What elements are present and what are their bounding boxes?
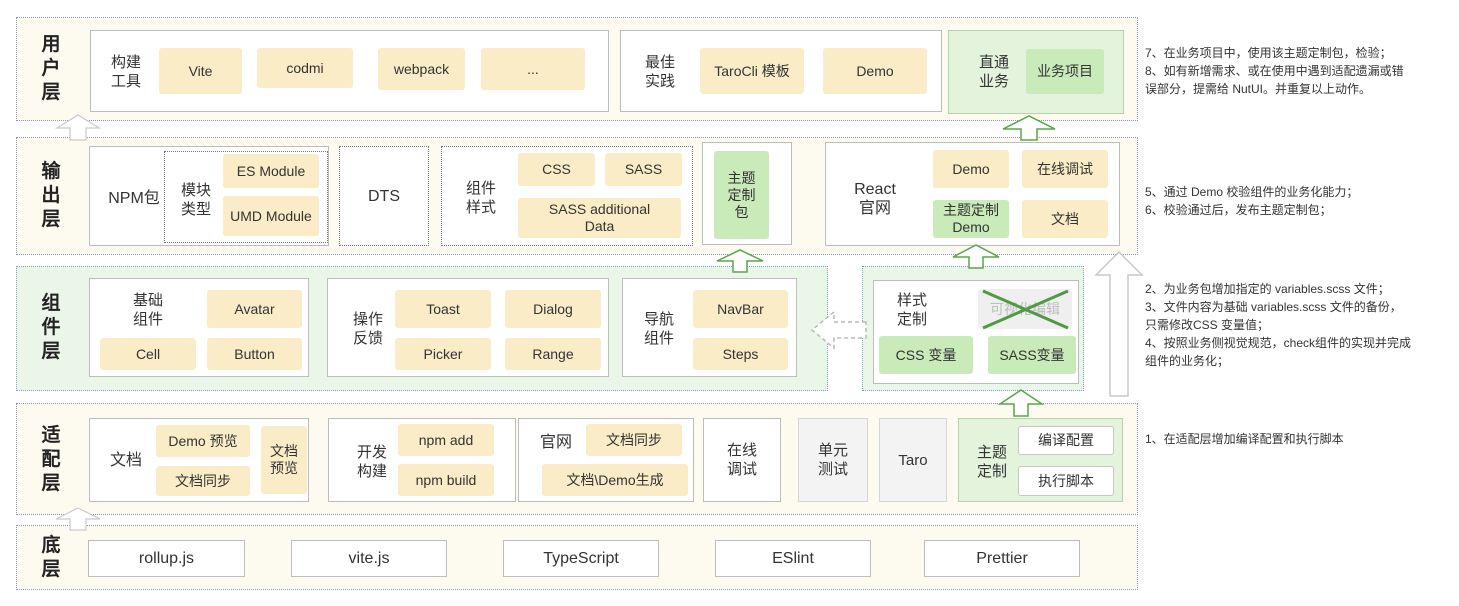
webpack-chip: webpack [378,48,465,90]
dts-box [339,146,429,246]
component-layer-title: 组件层 [41,293,61,362]
npm-package-label: NPM包 [108,189,160,207]
dev-build-label: 开发构建 [356,444,387,480]
theme-custom-label: 主题定制 [976,444,1007,480]
online-debug-label: 在线调试 [726,442,757,478]
business-project-chip: 业务项目 [1026,49,1104,94]
feedback-label: 操作反馈 [352,311,383,347]
tall-gray-up-arrow [1094,250,1144,397]
npm-build-chip: npm build [398,464,494,496]
note-user: 7、在业务项目中，使用该主题定制包，检验；8、如有新增需求、或在使用中遇到适配遗… [1145,46,1404,96]
picker-chip: Picker [395,338,491,370]
green-arrow-to-direct-business [1002,115,1056,141]
style-custom-label: 样式定制 [896,292,927,328]
docs-preview-chip: 文档预览 [261,426,307,494]
user-layer-title: 用户层 [41,34,61,103]
theme-package-chip: 主题定制包 [714,151,769,239]
cell-chip: Cell [100,338,196,370]
typescript-box: TypeScript [503,540,659,577]
build-tools-label: 构建工具 [110,54,141,90]
nav-components-label: 导航组件 [643,311,674,347]
visual-edit-cross-line-2 [982,289,1069,330]
npm-add-chip: npm add [398,424,494,456]
avatar-chip: Avatar [207,290,302,328]
toast-chip: Toast [395,290,491,328]
codmi-chip: codmi [257,48,353,88]
green-arrow-to-theme-package [716,249,764,273]
compile-config-chip: 编译配置 [1018,426,1114,455]
vite-chip: Vite [159,48,242,94]
react-site-label: React 官网 [854,181,896,217]
more-chip: ... [481,48,585,90]
dts-label: DTS [368,187,400,205]
sass-chip: SASS [605,153,682,186]
taro-box: Taro [879,418,947,502]
site-label: 官网 [539,433,572,451]
css-variable-chip: CSS 变量 [879,336,973,374]
range-chip: Range [505,338,601,370]
note-component: 2、为业务包增加指定的 variables.scss 文件；3、文件内容为基础 … [1145,282,1412,368]
green-arrow-adapt-to-style [997,389,1045,417]
taro-label: Taro [898,451,928,469]
note-output: 5、通过 Demo 校验组件的业务化能力；6、校验通过后，发布主题定制包； [1145,185,1359,217]
sass-additional-data-chip: SASS additional Data [518,198,681,238]
docs-label: 文档 [109,451,142,469]
module-type-label: 模块类型 [180,182,211,218]
dialog-chip: Dialog [505,290,601,328]
docs-demo-gen-chip: 文档\Demo生成 [542,464,688,496]
online-debug-chip: 在线调试 [1022,150,1108,188]
demo-preview-chip: Demo 预览 [156,425,250,457]
demo-chip: Demo [823,48,927,94]
button-chip: Button [207,338,302,370]
direct-business-label: 直通业务 [978,54,1009,90]
prettier-box: Prettier [924,540,1080,577]
docs-sync-chip: 文档同步 [156,466,250,496]
rollup-box: rollup.js [88,540,245,577]
taro-template-chip: TaroCli 模板 [700,48,804,94]
eslint-box: ESlint [715,540,871,577]
online-debug-box: 在线调试 [703,418,781,502]
docs-chip: 文档 [1022,200,1108,238]
output-layer-title: 输出层 [41,161,61,230]
green-arrow-style-to-output [952,244,1000,269]
umd-module-chip: UMD Module [223,196,319,236]
navbar-chip: NavBar [693,290,788,328]
dashed-left-arrow [810,310,867,350]
site-docs-sync-chip: 文档同步 [586,424,682,456]
up-arrow-to-user-layer [54,114,102,141]
vite-box: vite.js [291,540,447,577]
unit-test-box: 单元测试 [798,418,868,502]
best-practice-label: 最佳实践 [644,54,675,90]
output-demo-chip: Demo [933,150,1009,188]
css-chip: CSS [518,153,595,186]
component-style-label: 组件样式 [465,180,496,216]
up-arrow-to-component-layer [55,507,101,531]
unit-test-label: 单元测试 [817,442,848,478]
basic-components-label: 基础组件 [132,292,163,328]
note-adapt: 1、在适配层增加编译配置和执行脚本 [1145,432,1344,446]
es-module-chip: ES Module [223,154,319,188]
adapt-layer-title: 适配层 [41,425,61,494]
sass-variable-chip: SASS变量 [988,336,1076,374]
theme-demo-chip: 主题定制 Demo [933,200,1009,238]
exec-script-chip: 执行脚本 [1018,466,1114,496]
steps-chip: Steps [693,338,788,370]
base-layer-title: 底层 [41,535,61,580]
